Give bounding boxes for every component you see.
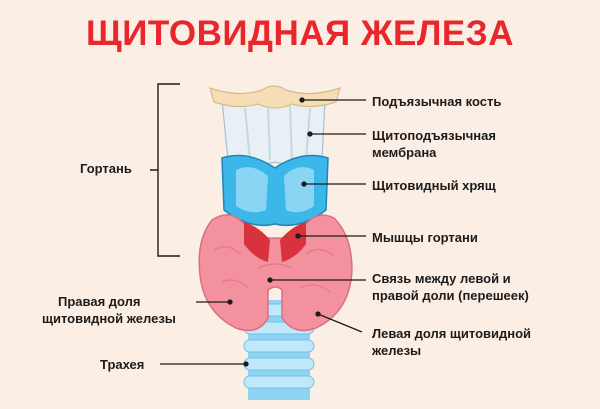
left-lobe-label-line2: железы bbox=[372, 342, 421, 359]
larynx-label: Гортань bbox=[80, 160, 132, 177]
hyoid-label: Подъязычная кость bbox=[372, 93, 501, 110]
right-lobe-label-line1: Правая доля bbox=[58, 293, 140, 310]
trachea-label: Трахея bbox=[100, 356, 144, 373]
isthmus-label-line1: Связь между левой и bbox=[372, 270, 511, 287]
right-lobe-label-line2: щитовидной железы bbox=[42, 310, 176, 327]
left-lobe-label-line1: Левая доля щитовидной bbox=[372, 325, 531, 342]
membrane-label-line2: мембрана bbox=[372, 144, 436, 161]
larynx-bracket bbox=[150, 84, 180, 256]
hyoid-shape bbox=[210, 86, 340, 108]
muscles-label: Мышцы гортани bbox=[372, 229, 478, 246]
cartilage-label: Щитовидный хрящ bbox=[372, 177, 496, 194]
membrane-label-line1: Щитоподъязычная bbox=[372, 127, 496, 144]
isthmus-label-line2: правой доли (перешеек) bbox=[372, 287, 529, 304]
